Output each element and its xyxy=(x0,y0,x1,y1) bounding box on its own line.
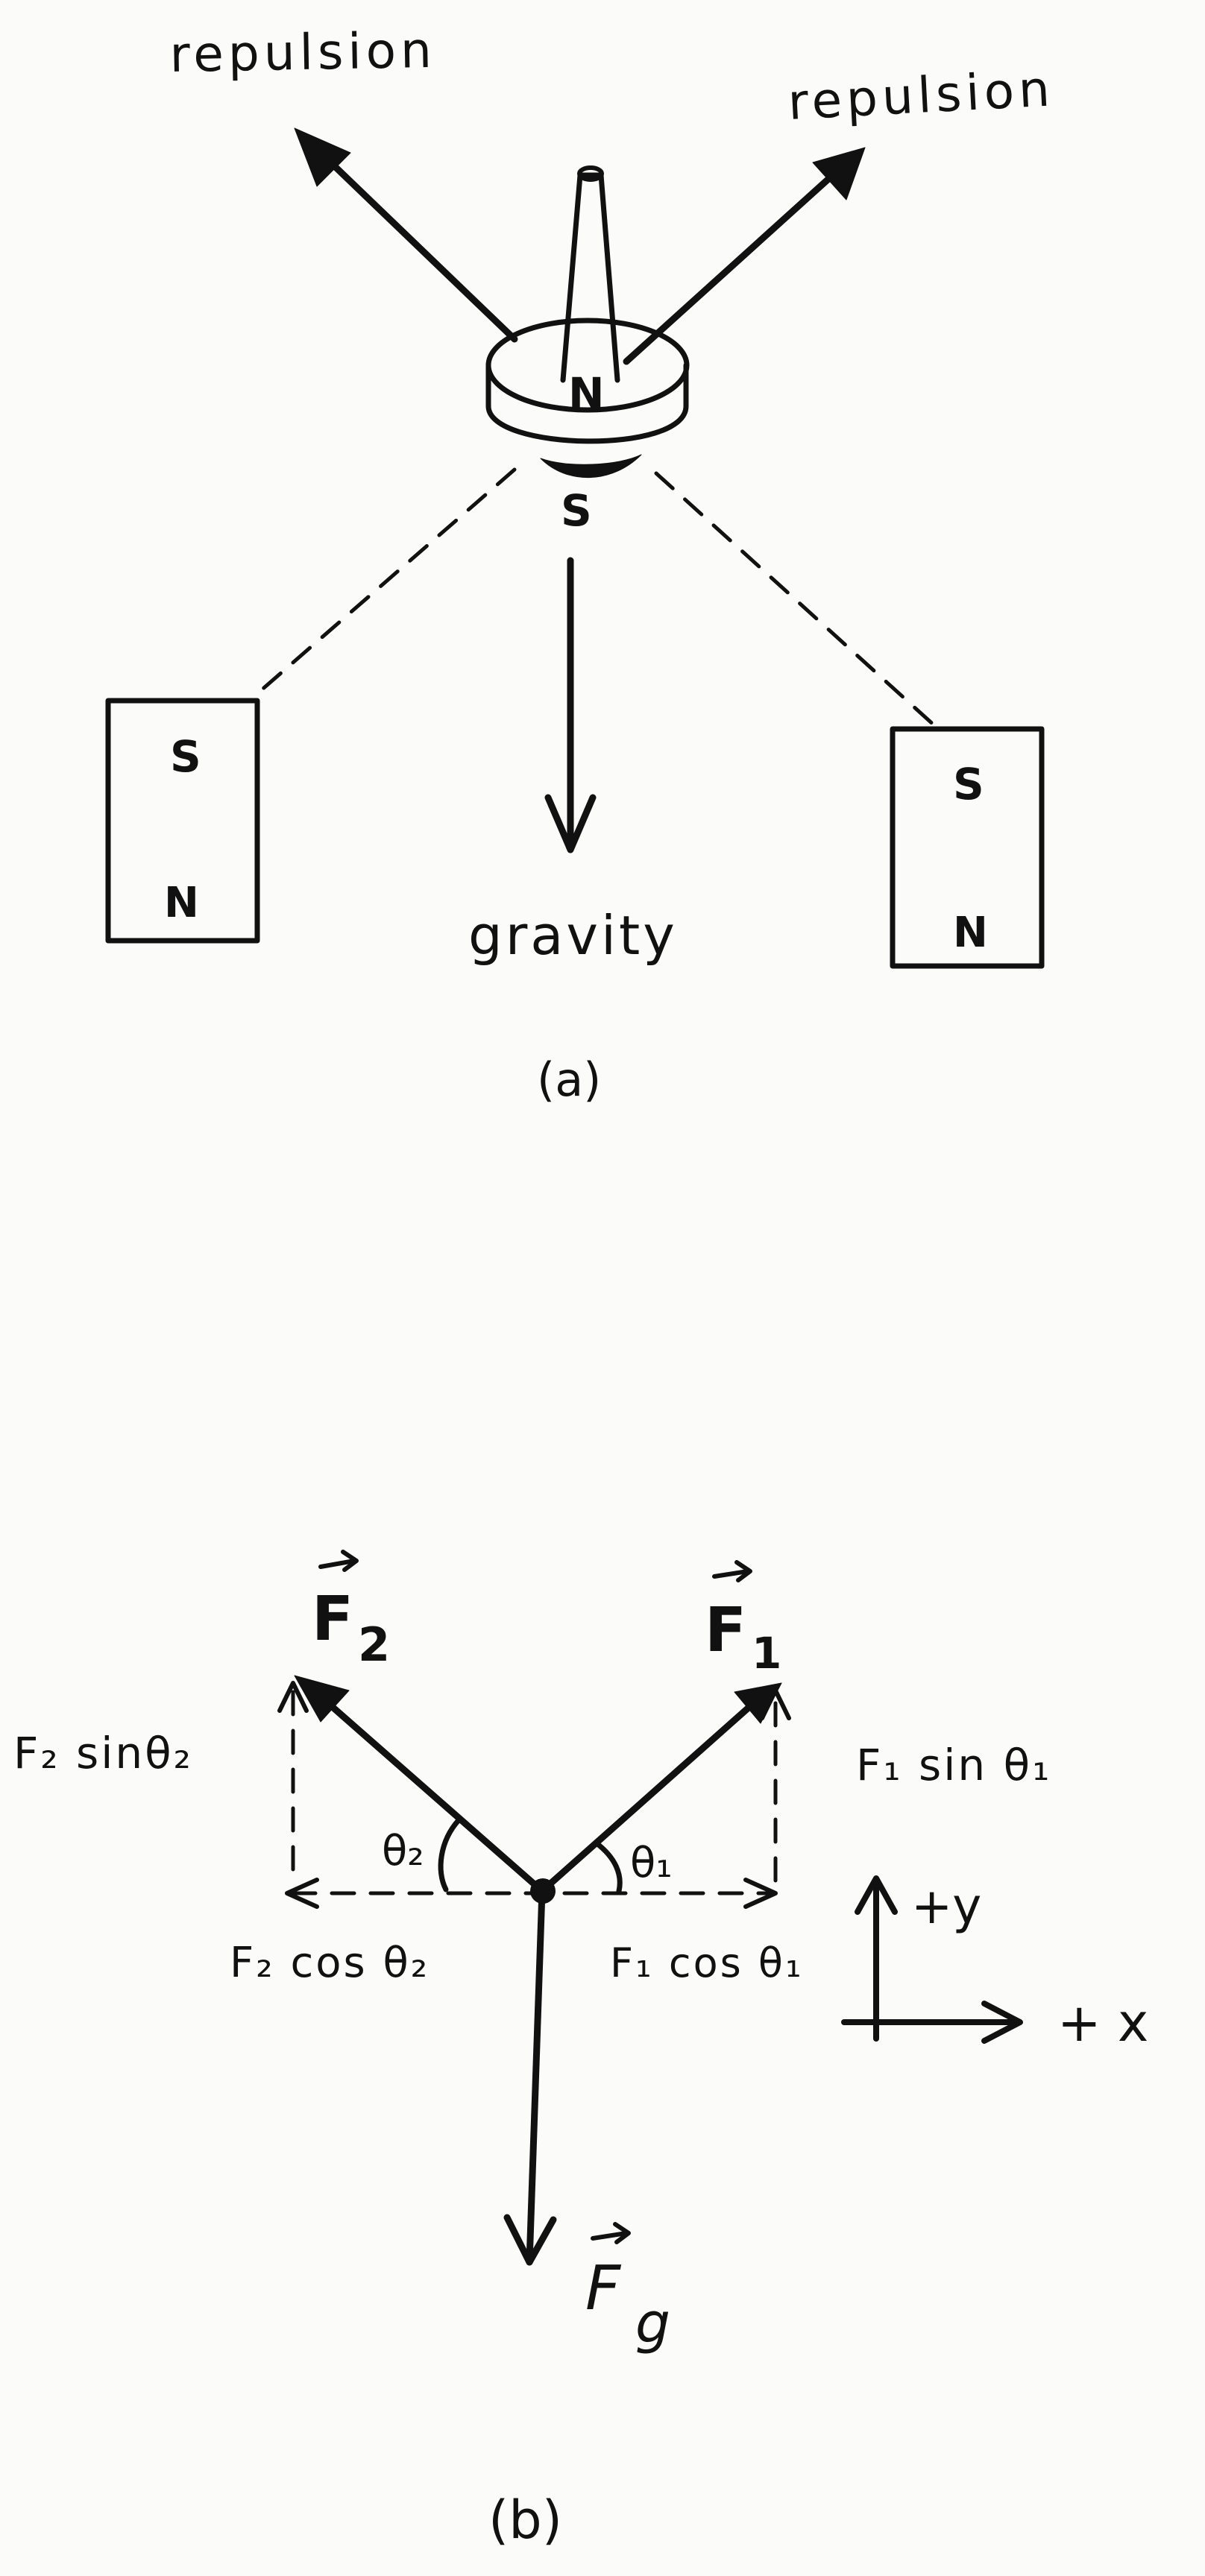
ring-magnet xyxy=(485,165,690,479)
label-f2-cos: F₂ cos θ₂ xyxy=(230,1939,430,1987)
label-fg: F xyxy=(585,2253,622,2324)
label-repulsion-right: repulsion xyxy=(787,60,1056,131)
label-axis-y: +y xyxy=(911,1878,981,1935)
gravity-arrow xyxy=(544,557,597,853)
angle-arc-theta2 xyxy=(438,1817,462,1892)
label-f1-group: F 1 xyxy=(705,1560,781,1679)
bar-right-pole-bottom: N xyxy=(953,909,988,957)
label-theta2: θ₂ xyxy=(382,1827,424,1875)
part-b: F 2 F 1 F g F₂ sinθ₂ F₁ sin θ₁ F₂ cos θ₂… xyxy=(13,1550,1148,2551)
part-a: repulsion repulsion N S gravity S xyxy=(105,22,1056,1107)
bar-right-pole-top: S xyxy=(953,759,984,809)
angle-arc-theta1 xyxy=(594,1840,623,1894)
repulsion-arrow-left xyxy=(294,127,518,343)
label-gravity: gravity xyxy=(468,904,678,967)
label-f2: F xyxy=(312,1584,353,1655)
label-repulsion-left: repulsion xyxy=(169,22,437,83)
label-f1-subscript: 1 xyxy=(752,1628,781,1679)
dashed-f2-vertical-head xyxy=(277,1681,309,1713)
label-f2-subscript: 2 xyxy=(358,1617,390,1672)
force-vector-f1 xyxy=(538,1682,782,1895)
label-theta1: θ₁ xyxy=(630,1839,673,1887)
label-f2-group: F 2 xyxy=(312,1550,390,1672)
label-f1-cos: F₁ cos θ₁ xyxy=(610,1939,804,1986)
force-vector-fg xyxy=(503,1887,557,2266)
ring-magnet-pole-bottom: S xyxy=(561,485,592,536)
ring-magnet-pole-top: N xyxy=(568,368,605,419)
dashed-horizontal-left-head xyxy=(285,1878,319,1909)
bar-left-pole-top: S xyxy=(170,731,201,782)
dashed-line-right xyxy=(654,471,938,729)
label-axis-x: + x xyxy=(1057,1992,1148,2053)
dashed-horizontal-right-head xyxy=(743,1878,778,1909)
bar-magnet-left: S N xyxy=(105,698,260,944)
label-fg-group: F g xyxy=(585,2222,670,2355)
label-fg-subscript: g xyxy=(635,2291,670,2355)
bar-left-pole-bottom: N xyxy=(164,879,199,927)
label-f2-sin: F₂ sinθ₂ xyxy=(13,1728,193,1778)
label-f1-sin: F₁ sin θ₁ xyxy=(856,1740,1051,1790)
caption-a: (a) xyxy=(537,1052,601,1107)
label-f1: F xyxy=(705,1595,746,1666)
force-vector-f2 xyxy=(294,1675,546,1895)
caption-b: (b) xyxy=(488,2490,562,2551)
axes-indicator xyxy=(841,1875,1023,2044)
bar-magnet-right: S N xyxy=(890,726,1045,969)
origin-point xyxy=(530,1878,556,1904)
repulsion-arrow-right xyxy=(623,147,866,365)
dashed-line-left xyxy=(251,467,517,699)
